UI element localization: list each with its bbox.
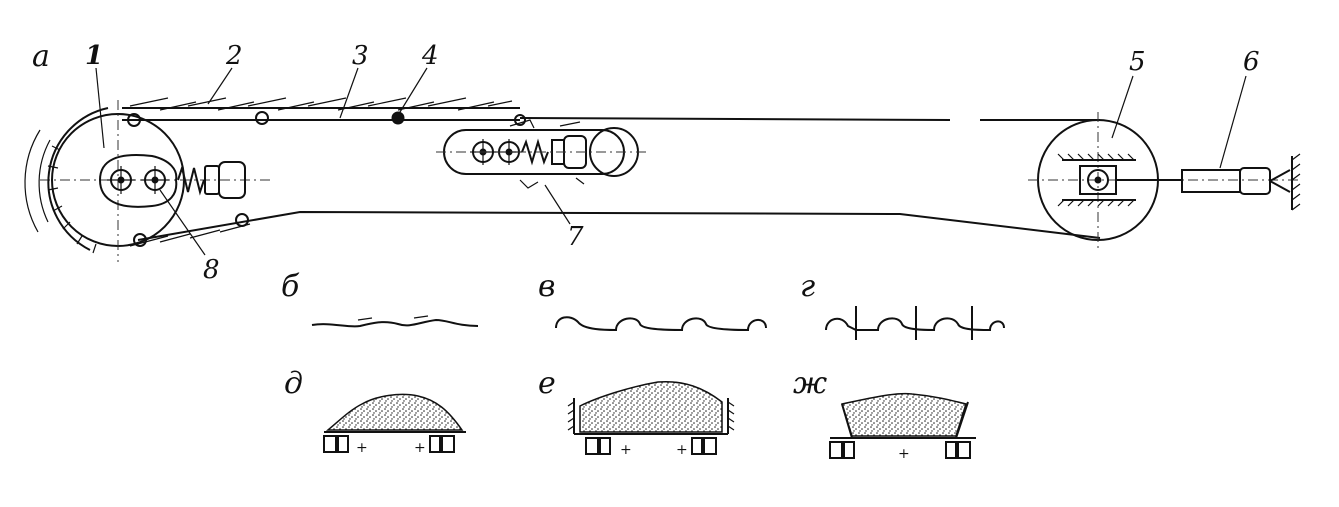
intermediate-drive xyxy=(436,119,650,189)
upper-run xyxy=(122,97,1100,127)
profile-v xyxy=(555,316,767,332)
label-b: б xyxy=(281,269,300,304)
profile-e: + + xyxy=(567,380,735,458)
tensioner xyxy=(1181,153,1301,211)
label-a: а xyxy=(32,39,50,74)
svg-text:+: + xyxy=(414,440,426,456)
svg-text:+: + xyxy=(620,442,632,458)
leader-lines xyxy=(95,67,1247,256)
label-zh: ж xyxy=(793,366,827,401)
label-d: д xyxy=(284,366,303,401)
profile-zh: + xyxy=(829,392,976,462)
label-7: 7 xyxy=(567,222,584,252)
head-sprocket-assembly xyxy=(98,154,246,208)
tail-drum xyxy=(1028,112,1300,250)
profile-g xyxy=(825,306,1005,340)
label-6: 6 xyxy=(1243,47,1260,77)
label-g: г xyxy=(800,269,815,304)
label-3: 3 xyxy=(352,41,369,71)
label-2: 2 xyxy=(225,41,243,71)
conveyor-main xyxy=(24,97,1301,262)
profile-d: + + xyxy=(323,393,466,456)
label-1: 1 xyxy=(85,41,103,71)
svg-text:+: + xyxy=(676,442,688,458)
label-e: е xyxy=(538,366,556,401)
svg-text:+: + xyxy=(356,440,368,456)
label-8: 8 xyxy=(203,255,220,285)
lower-run xyxy=(129,210,1101,247)
profile-b xyxy=(311,315,479,328)
svg-text:+: + xyxy=(898,446,910,462)
label-5: 5 xyxy=(1129,47,1146,77)
label-4: 4 xyxy=(421,41,439,71)
label-v: в xyxy=(538,269,555,304)
